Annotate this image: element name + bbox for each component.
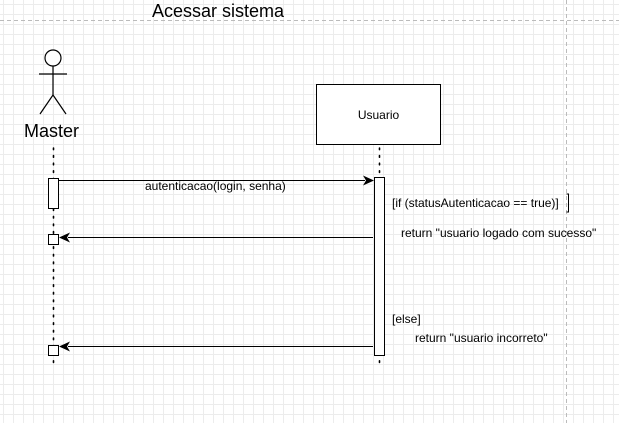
call-message-arrow (59, 175, 374, 186)
return-success-label: return "usuario logado com sucesso" (401, 226, 597, 240)
return-failure-arrow (59, 341, 373, 352)
if-guard-label: [if (statusAutenticacao == true)] (392, 196, 559, 210)
guard-bracket (566, 193, 569, 213)
return-failure-label: return "usuario incorreto" (415, 331, 548, 345)
actor-label: Master (24, 121, 80, 141)
return-success-arrow (59, 232, 373, 243)
master-return-box-success (48, 234, 59, 245)
call-message-label: autenticacao(login, senha) (145, 179, 286, 193)
master-activation-bar (48, 178, 59, 209)
else-guard-label: [else] (392, 312, 421, 326)
usuario-lifeline-box[interactable]: Usuario (316, 84, 441, 145)
usuario-lifeline-label: Usuario (357, 107, 400, 122)
diagram-title: Acessar sistema (152, 1, 285, 21)
actor-stick-figure-icon (39, 49, 67, 115)
usuario-activation-bar (374, 177, 385, 356)
master-return-box-failure (48, 345, 59, 356)
